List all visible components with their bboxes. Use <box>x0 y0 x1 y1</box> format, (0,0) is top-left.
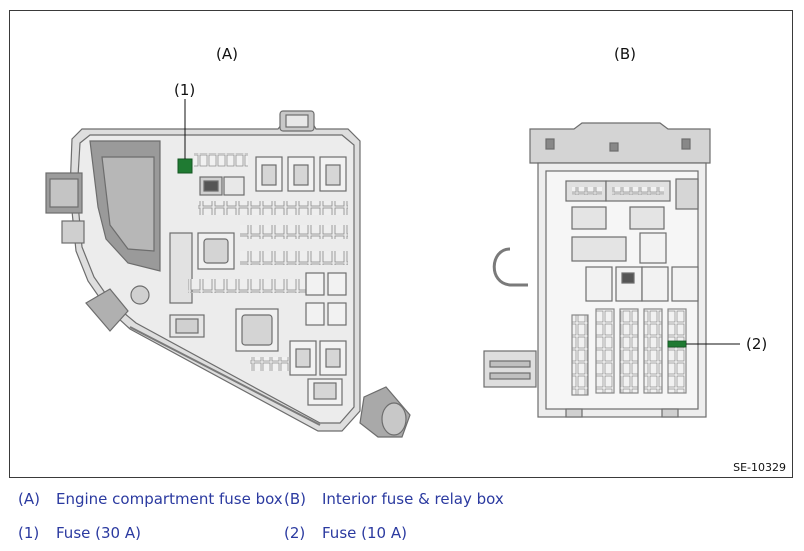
fuse-box-illustration <box>45 99 740 438</box>
legend-item-1: (1) Fuse (30 A) <box>18 524 141 542</box>
legend-text: Engine compartment fuse box <box>56 490 283 508</box>
legend-text: Interior fuse & relay box <box>322 490 504 508</box>
callout-1: (1) <box>174 81 196 99</box>
legend-key: (1) <box>18 524 40 542</box>
legend-text: Fuse (30 A) <box>56 524 141 542</box>
legend-key: (A) <box>18 490 40 508</box>
legend-key: (2) <box>284 524 306 542</box>
legend-item-b: (B) Interior fuse & relay box <box>284 490 504 508</box>
callout-2: (2) <box>746 335 768 353</box>
label-b: (B) <box>614 45 636 63</box>
legend-text: Fuse (10 A) <box>322 524 407 542</box>
interior-fuse-box <box>483 122 711 418</box>
legend-item-a: (A) Engine compartment fuse box <box>18 490 283 508</box>
legend-key: (B) <box>284 490 306 508</box>
fuse-10a-highlight <box>667 340 687 348</box>
fuse-30a-highlight <box>177 158 193 174</box>
diagram-frame: (A) (B) (1) (2) SE-10329 <box>9 10 793 478</box>
engine-fuse-box <box>45 110 411 438</box>
legend-item-2: (2) Fuse (10 A) <box>284 524 407 542</box>
label-a: (A) <box>216 45 238 63</box>
figure-code: SE-10329 <box>733 461 786 474</box>
